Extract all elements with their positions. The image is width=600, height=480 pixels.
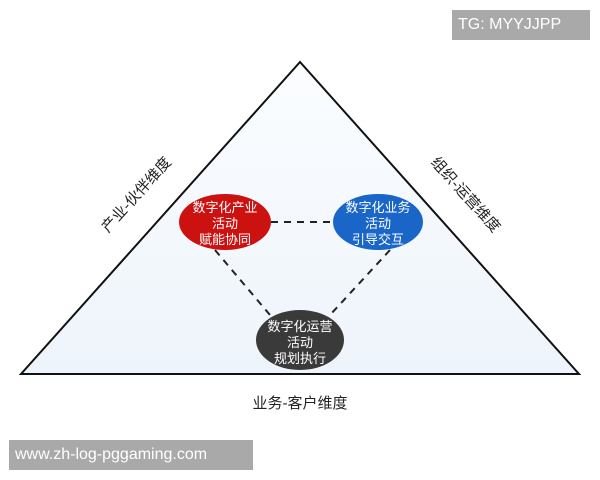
node-operation-line2: 活动 (287, 336, 313, 351)
node-digital-operation: 数字化运营 活动 规划执行 (256, 310, 344, 370)
axis-label-bottom: 业务-客户维度 (252, 394, 347, 412)
node-operation-line3: 规划执行 (274, 352, 326, 367)
dimension-triangle (18, 60, 582, 375)
connectors (214, 221, 391, 316)
connector-business-operation (329, 249, 391, 316)
node-digital-business: 数字化业务 活动 引导交互 (333, 194, 423, 250)
node-digital-industry: 数字化产业 活动 赋能协同 (179, 194, 271, 250)
node-business-line2: 活动 (365, 217, 391, 232)
node-industry-line1: 数字化产业 (192, 201, 257, 216)
node-industry-line3: 赋能协同 (199, 233, 251, 248)
watermark-bottom-left: www.zh-log-pggaming.com (9, 440, 253, 470)
connector-industry-operation (214, 249, 271, 316)
watermark-top-right: TG: MYYJJPP (452, 10, 590, 40)
node-operation-line1: 数字化运营 (267, 320, 332, 335)
node-business-line1: 数字化业务 (345, 200, 410, 216)
node-business-line3: 引导交互 (352, 232, 404, 248)
node-industry-line2: 活动 (212, 217, 238, 232)
